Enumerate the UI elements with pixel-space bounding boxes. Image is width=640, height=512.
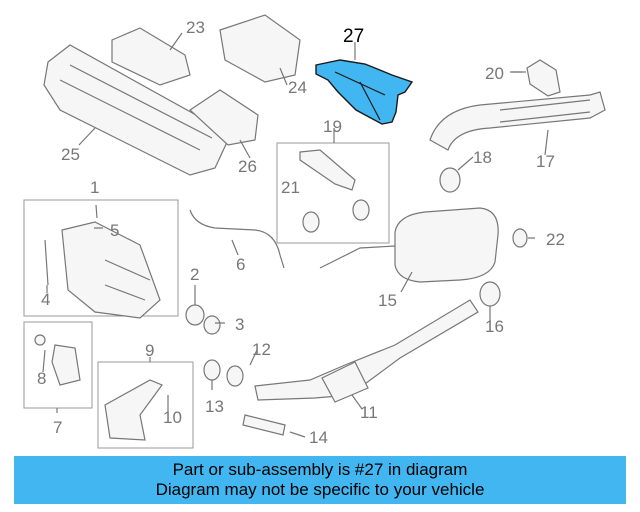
banner-line-1: Part or sub-assembly is #27 in diagram — [172, 460, 468, 479]
callout-17: 17 — [536, 152, 555, 171]
banner-line-2: Diagram may not be specific to your vehi… — [155, 480, 485, 499]
callout-5: 5 — [110, 221, 119, 240]
part-24-bracket — [219, 14, 301, 83]
part-6-tube — [189, 209, 285, 269]
box-19 — [276, 142, 390, 244]
callout-11: 11 — [360, 403, 378, 422]
part-23-shield — [111, 27, 191, 86]
box-1 — [23, 199, 179, 317]
callout-9: 9 — [145, 341, 154, 360]
leader-lines — [42, 32, 549, 438]
part-17-tailpipes — [429, 91, 606, 151]
callout-18: 18 — [473, 148, 492, 167]
callout-23: 23 — [186, 18, 205, 37]
part-21-hangers — [299, 149, 370, 233]
callout-15: 15 — [378, 291, 397, 310]
callout-14: 14 — [309, 428, 328, 447]
callout-22: 22 — [546, 230, 565, 249]
part-15-muffler — [319, 207, 499, 283]
callout-6: 6 — [236, 255, 245, 274]
part-5-catalytic — [61, 221, 161, 319]
callout-7: 7 — [53, 418, 62, 437]
part-11-front-pipe — [254, 299, 479, 403]
callout-13: 13 — [205, 397, 224, 416]
callout-3: 3 — [235, 315, 244, 334]
box-9 — [97, 361, 194, 449]
part-4-sensor — [44, 239, 49, 286]
parts-diagram: 1 2 3 4 5 6 7 8 9 10 11 12 13 14 15 16 1… — [23, 14, 606, 449]
callout-27: 27 — [343, 26, 364, 47]
part-10-bracket — [104, 379, 163, 441]
part-12-13-gaskets — [203, 359, 244, 387]
callout-24: 24 — [288, 78, 307, 97]
part-26-shield — [189, 89, 259, 146]
callout-20: 20 — [485, 64, 504, 83]
callout-16: 16 — [485, 317, 504, 336]
part-18-clamp — [439, 167, 461, 193]
callout-8: 8 — [37, 369, 46, 388]
callout-1: 1 — [90, 178, 99, 197]
box-7 — [23, 321, 93, 409]
callout-2: 2 — [190, 265, 199, 284]
callout-21: 21 — [281, 178, 300, 197]
part-25-heat-shield — [43, 44, 229, 176]
callout-25: 25 — [61, 145, 80, 164]
part-27-heat-shield[interactable] — [315, 59, 414, 125]
info-banner: Part or sub-assembly is #27 in diagram D… — [14, 456, 626, 504]
part-14-bracket — [242, 414, 286, 436]
callout-12: 12 — [252, 340, 271, 359]
part-16-clamp — [479, 281, 501, 307]
callout-4: 4 — [41, 290, 50, 309]
callout-10: 10 — [163, 408, 182, 427]
part-22-hanger — [512, 228, 528, 248]
callout-19: 19 — [323, 117, 342, 136]
part-2-3-gaskets — [185, 304, 221, 335]
part-8-bracket — [34, 334, 81, 386]
callout-26: 26 — [238, 157, 257, 176]
part-20-bracket — [512, 59, 561, 97]
